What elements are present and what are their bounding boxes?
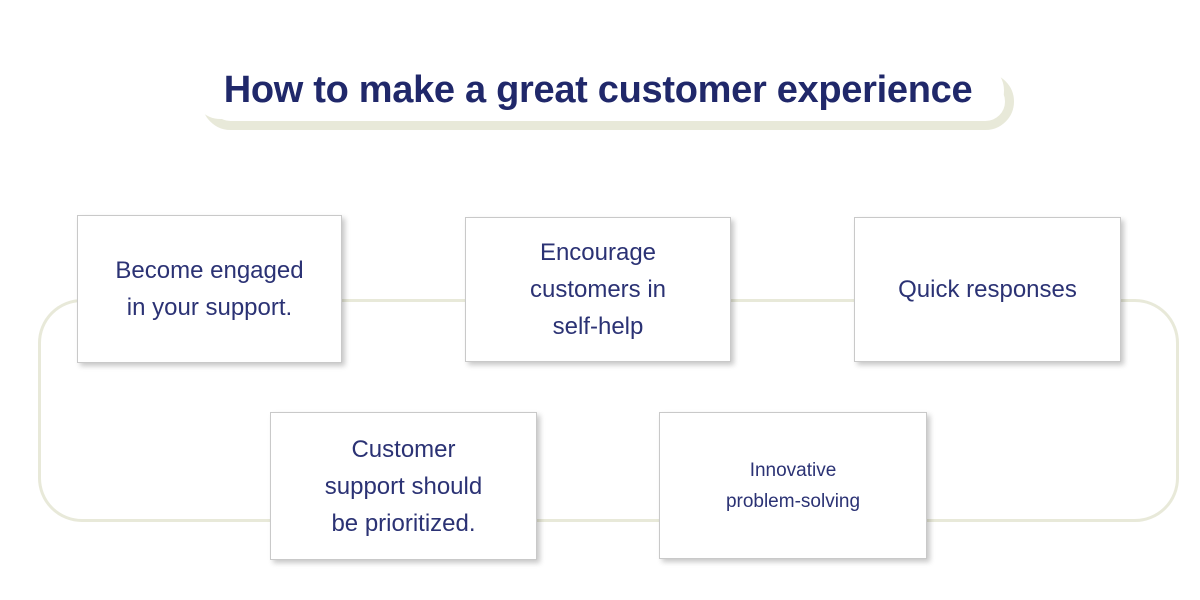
title-badge: How to make a great customer experience [192, 62, 1004, 119]
card-prioritize-support: Customer support should be prioritized. [270, 412, 537, 560]
card-text: Innovative problem-solving [725, 459, 861, 512]
card-become-engaged: Become engaged in your support. [77, 215, 342, 363]
card-quick-responses: Quick responses [854, 217, 1121, 362]
card-text: Quick responses [898, 276, 1077, 303]
page-title: How to make a great customer experience [223, 69, 973, 111]
card-text: Customer support should be prioritized. [324, 435, 483, 537]
card-text: Encourage customers in self-help [529, 239, 667, 340]
card-encourage-self-help: Encourage customers in self-help [465, 217, 731, 362]
card-text: Become engaged in your support. [115, 257, 304, 321]
card-innovative-problem-solving: Innovative problem-solving [659, 412, 927, 559]
